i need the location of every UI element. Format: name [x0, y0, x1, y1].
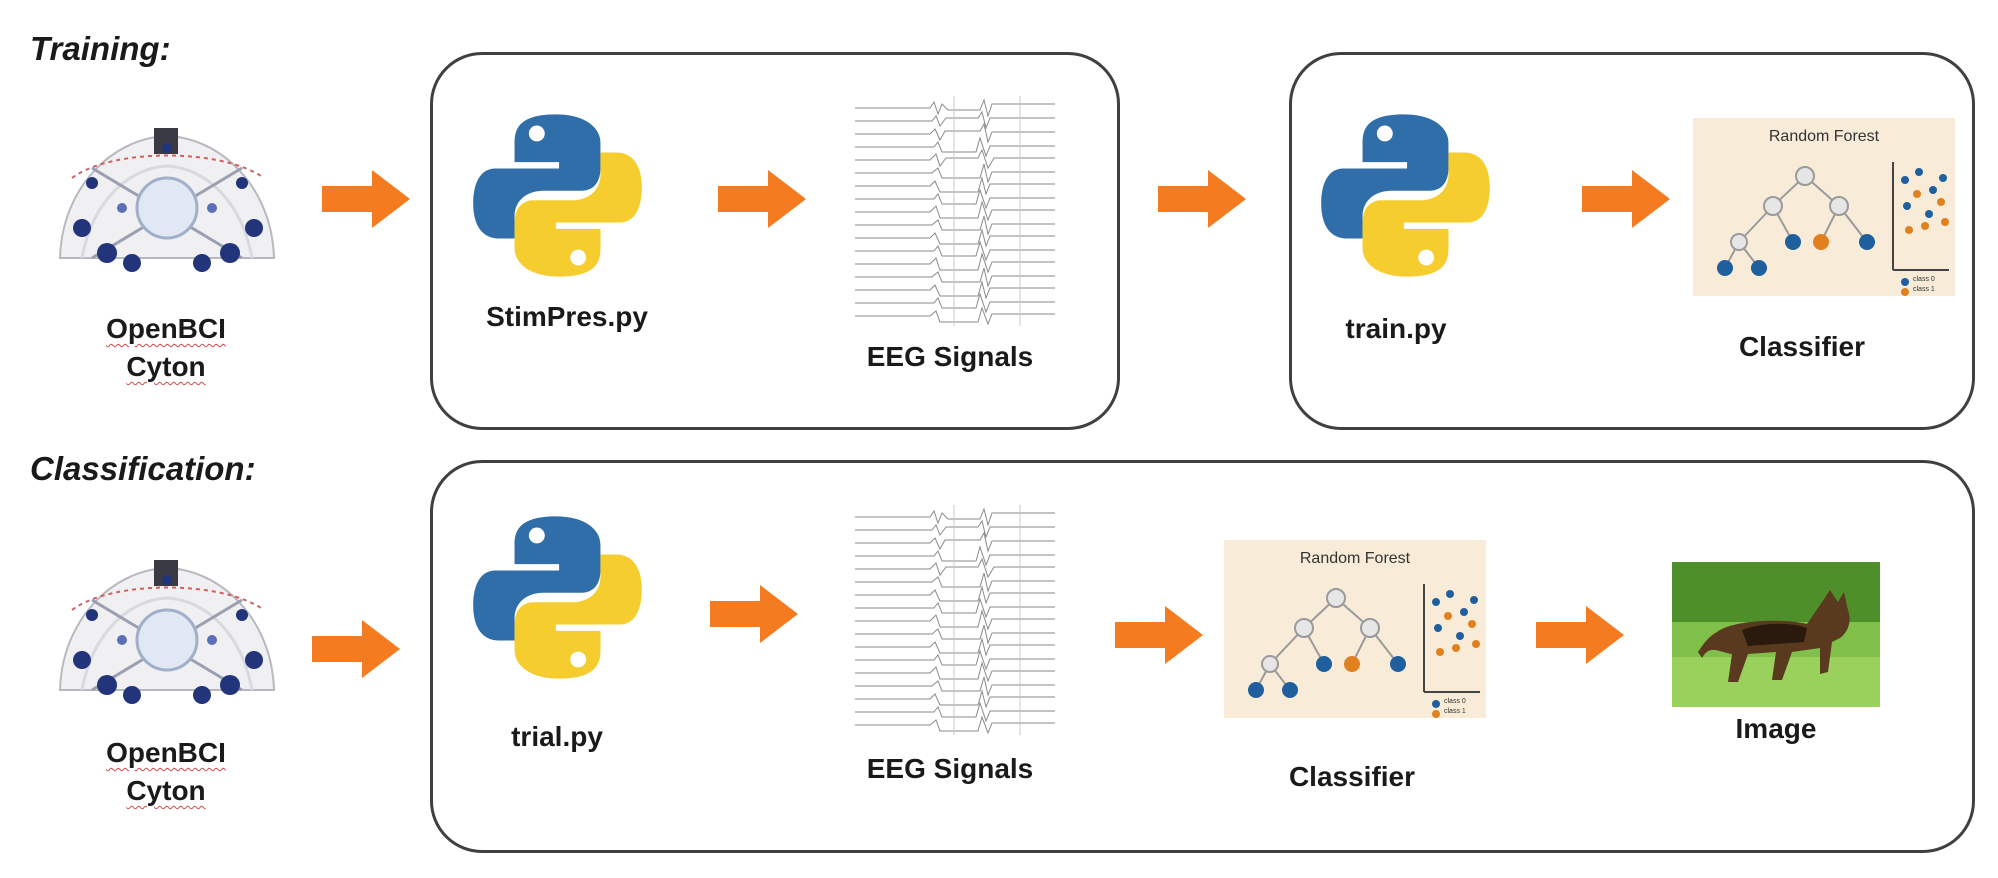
arrow-right-icon: [322, 170, 410, 228]
random-forest-title: Random Forest: [1768, 128, 1880, 145]
training-device-label: OpenBCI Cyton: [106, 313, 226, 382]
eeg-signals-plot-icon: [850, 505, 1060, 735]
python-logo-icon: [470, 510, 645, 685]
legend-class0-label: class 0: [1913, 276, 1935, 283]
classification-device-label: OpenBCI Cyton: [106, 737, 226, 806]
random-forest-classifier-graphic: Random Forest class 0 class 1: [1693, 118, 1955, 296]
training-eeg-label: EEG Signals: [866, 341, 1034, 372]
training-title: Training:: [30, 30, 171, 67]
legend-class1-label: class 1: [1444, 708, 1466, 715]
arrow-right-icon: [718, 170, 806, 228]
train-script-label: train.py: [1345, 313, 1447, 344]
classification-classifier-label: Classifier: [1288, 761, 1416, 792]
classification-eeg-label: EEG Signals: [866, 753, 1034, 784]
legend-class1-label: class 1: [1913, 286, 1935, 293]
stimpres-script-label: StimPres.py: [486, 301, 648, 332]
python-logo-icon: [1318, 108, 1493, 283]
arrow-right-icon: [1536, 606, 1624, 664]
arrow-right-icon: [1158, 170, 1246, 228]
classification-title: Classification:: [30, 450, 256, 487]
output-image-label: Image: [1735, 713, 1817, 744]
arrow-right-icon: [312, 620, 400, 678]
arrow-right-icon: [710, 585, 798, 643]
arrow-right-icon: [1582, 170, 1670, 228]
openbci-cyton-board-icon: [52, 540, 282, 715]
python-logo-icon: [470, 108, 645, 283]
openbci-cyton-board-icon: [52, 108, 282, 283]
random-forest-title: Random Forest: [1299, 550, 1411, 567]
random-forest-classifier-graphic: Random Forest class 0 class 1: [1224, 540, 1486, 718]
trial-script-label: trial.py: [511, 721, 603, 752]
training-classifier-label: Classifier: [1738, 331, 1866, 362]
dog-image: [1672, 562, 1880, 707]
arrow-right-icon: [1115, 606, 1203, 664]
legend-class0-label: class 0: [1444, 698, 1466, 705]
eeg-signals-plot-icon: [850, 96, 1060, 326]
